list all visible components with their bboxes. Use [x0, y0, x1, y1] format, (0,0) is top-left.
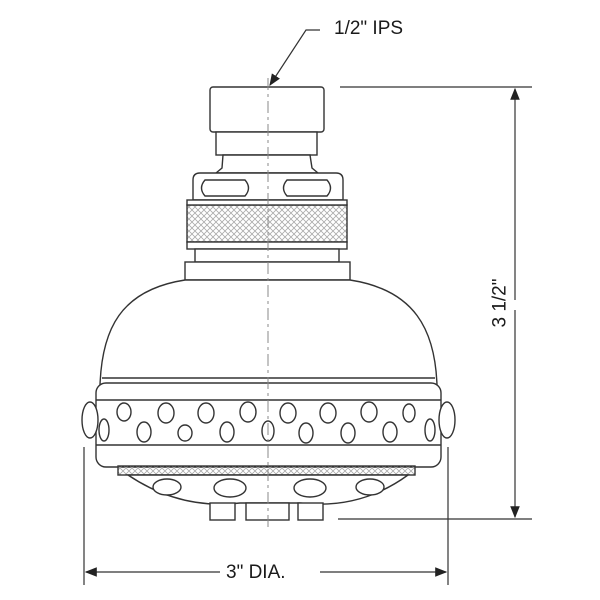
nut-slot-left: [200, 179, 250, 197]
face-knurl: [117, 465, 416, 476]
collar: [214, 154, 320, 174]
inlet-size-label: 1/2" IPS: [334, 18, 404, 39]
spray-holes: [98, 401, 436, 444]
ring-bump-right: [438, 401, 456, 439]
neck: [215, 131, 318, 156]
face-opening: [355, 478, 385, 496]
face-opening: [293, 478, 327, 498]
dimension-lines: [83, 29, 532, 585]
ips-leader: [269, 29, 320, 87]
nozzle: [297, 502, 324, 521]
nozzle: [209, 502, 236, 521]
ring-bump-left: [81, 401, 99, 439]
knurled-band: [186, 204, 348, 243]
diameter-dimension-label: 3" DIA.: [222, 562, 290, 584]
knurl-bottom-edge: [186, 241, 348, 250]
face-opening: [213, 478, 247, 498]
lower-collar: [194, 248, 340, 263]
nut-slot-right: [282, 179, 332, 197]
knurl-top-edge: [186, 199, 348, 206]
face-opening: [152, 478, 182, 496]
pipe-cap: [209, 86, 325, 133]
height-dimension-label: 3 1/2": [489, 274, 512, 332]
